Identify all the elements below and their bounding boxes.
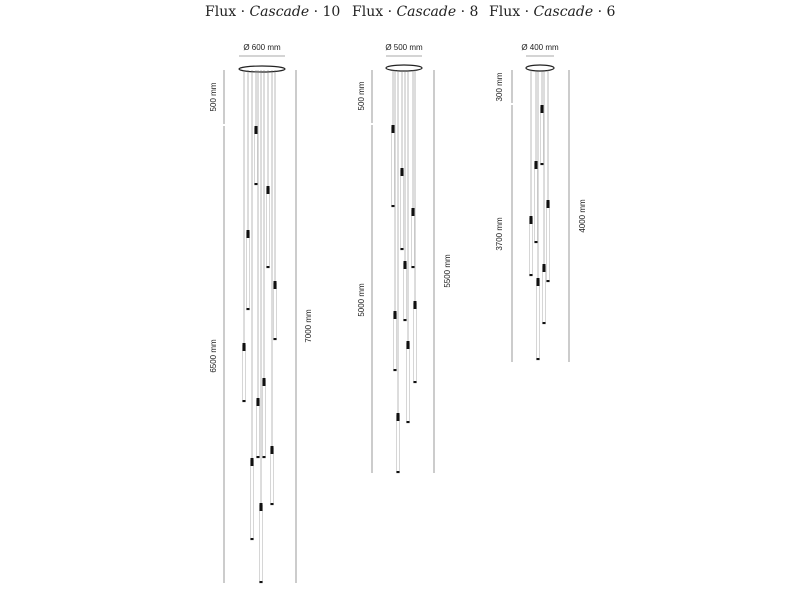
total-height-label: 5500 mm — [443, 254, 452, 288]
collection-name: Cascade — [396, 4, 457, 20]
canopy — [385, 64, 423, 72]
total-height-label: 7000 mm — [304, 309, 313, 343]
collection-name: Cascade — [249, 4, 310, 20]
fixture-title-cascade-6: Flux · Cascade · 6 — [489, 4, 615, 20]
pendant-tubes — [391, 125, 417, 474]
fixture-title-cascade-10: Flux · Cascade · 10 — [205, 4, 340, 20]
pendant-cables — [243, 70, 276, 505]
separator: · — [460, 4, 466, 20]
pendant-tubes — [242, 126, 277, 584]
fixture-cascade-6: Ø 400 mm 300 mm 3700 mm 4000 mm — [495, 43, 587, 362]
separator: · — [313, 4, 319, 20]
fixture-count: 10 — [322, 4, 341, 20]
separator: · — [387, 4, 393, 20]
diameter-label: Ø 600 mm — [243, 43, 281, 52]
diameter-label: Ø 500 mm — [385, 43, 423, 52]
drop-bottom-label: 6500 mm — [209, 339, 218, 373]
drop-bottom-label: 5000 mm — [357, 283, 366, 317]
drop-top-label: 500 mm — [357, 81, 366, 110]
total-height-label: 4000 mm — [578, 199, 587, 233]
drop-bottom-label: 3700 mm — [495, 217, 504, 251]
fixture-count: 8 — [469, 4, 479, 20]
collection-name: Cascade — [533, 4, 594, 20]
separator: · — [524, 4, 530, 20]
fixture-title-cascade-8: Flux · Cascade · 8 — [352, 4, 478, 20]
pendant-cables — [392, 70, 416, 415]
canopy — [525, 64, 555, 72]
pendant-tubes — [529, 105, 550, 361]
separator: · — [597, 4, 603, 20]
family-name: Flux — [352, 4, 384, 20]
canopy — [238, 65, 286, 73]
family-name: Flux — [205, 4, 237, 20]
fixture-cascade-10: Ø 600 mm 500 mm 6500 mm 7000 mm — [209, 43, 313, 584]
fixture-count: 6 — [606, 4, 616, 20]
pendant-cables — [530, 70, 549, 280]
diameter-label: Ø 400 mm — [521, 43, 559, 52]
fixture-cascade-8: Ø 500 mm 500 mm 5000 mm 5500 mm — [357, 43, 452, 474]
family-name: Flux — [489, 4, 521, 20]
drop-top-label: 300 mm — [495, 72, 504, 101]
drop-top-label: 500 mm — [209, 82, 218, 111]
separator: · — [240, 4, 246, 20]
